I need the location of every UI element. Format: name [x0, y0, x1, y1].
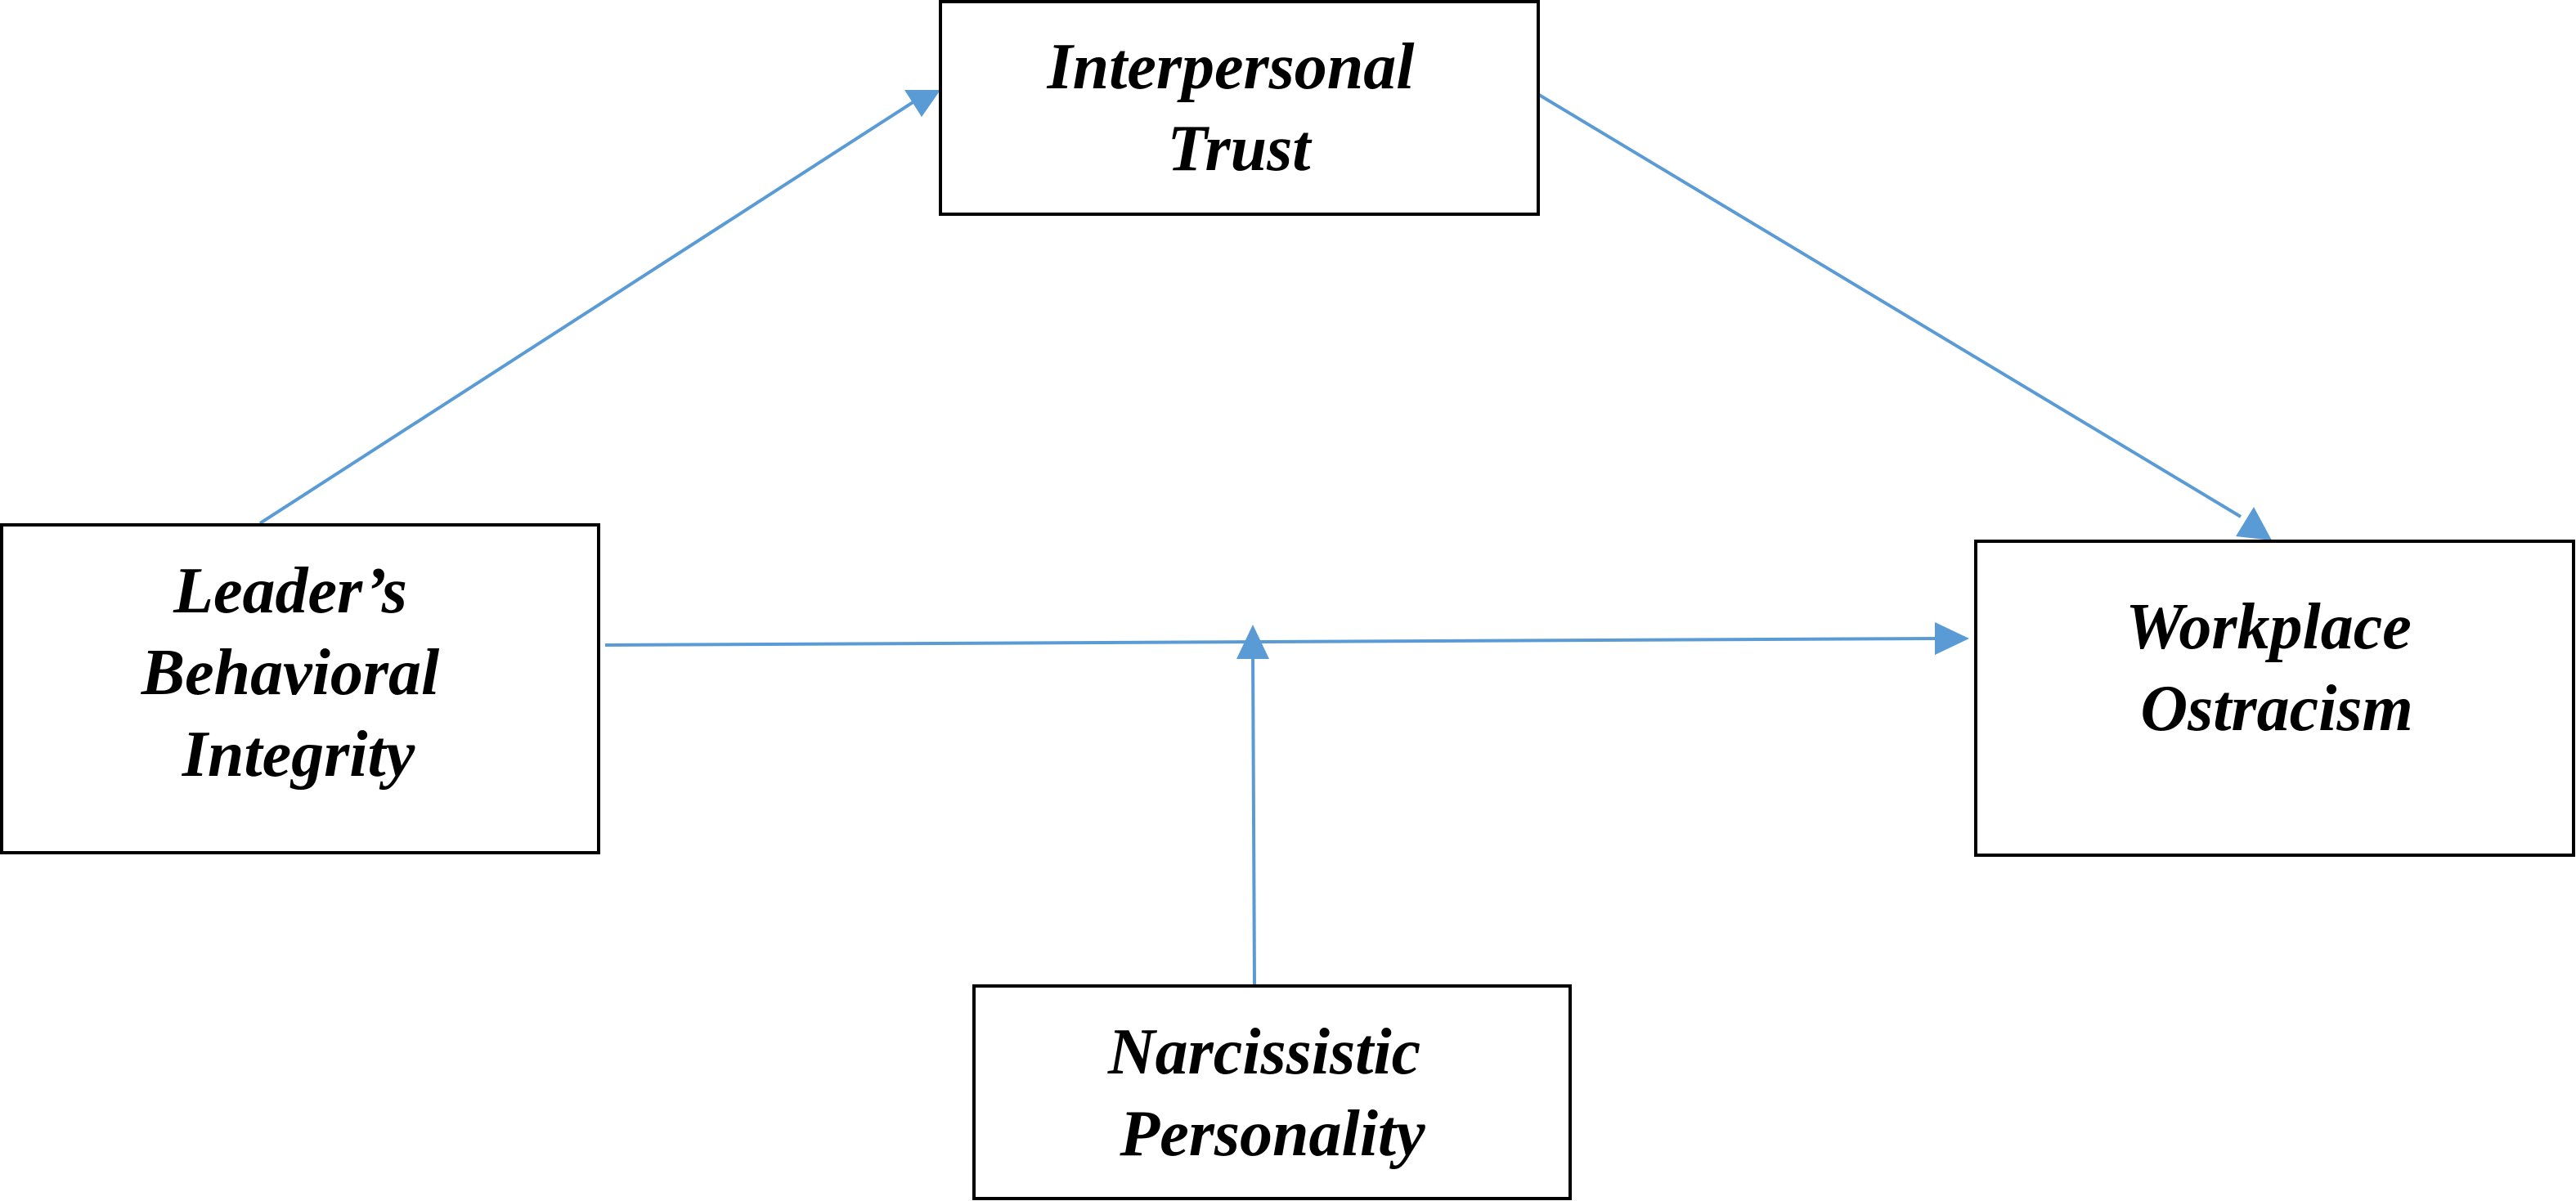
arrowhead-icon: [2236, 507, 2272, 540]
node-label-line: Interpersonal: [1047, 31, 1416, 103]
node-interpersonal-trust: Interpersonal Trust: [939, 0, 1540, 216]
svg-text:Narcissistic Personality: Narcissistic Personality: [1107, 1016, 1437, 1170]
arrowhead-icon: [904, 90, 940, 117]
edge-leader-to-ostracism: [604, 622, 1969, 655]
node-label-line: Leader’s: [173, 555, 407, 627]
node-label-line: Workplace: [2125, 591, 2412, 663]
svg-text:Leader’s Behavioral: Leader’s Behavioral Integrity: [141, 555, 456, 791]
edge-narcissism-moderation: [1236, 625, 1269, 985]
node-label-line: Personality: [1119, 1098, 1425, 1170]
svg-text:Interpersonal Trust: Interpersonal Trust: [1047, 31, 1431, 185]
edge-leader-to-trust: [258, 90, 940, 525]
arrowhead-icon: [1236, 625, 1269, 659]
node-label-line: Integrity: [182, 719, 415, 791]
node-label-line: Ostracism: [2140, 673, 2412, 745]
node-label-line: Trust: [1168, 113, 1313, 185]
node-leaders-behavioral-integrity: Leader’s Behavioral Integrity: [0, 523, 600, 854]
edge-trust-to-ostracism: [1537, 93, 2272, 540]
node-label-line: Behavioral: [141, 637, 440, 709]
node-workplace-ostracism: Workplace Ostracism: [1974, 540, 2575, 857]
svg-text:Workplace Ostracism: Workplace Ostracism: [2125, 591, 2428, 745]
arrowhead-icon: [1935, 622, 1969, 655]
node-label-line: Narcissistic: [1107, 1016, 1420, 1088]
node-narcissistic-personality: Narcissistic Personality: [972, 984, 1572, 1200]
